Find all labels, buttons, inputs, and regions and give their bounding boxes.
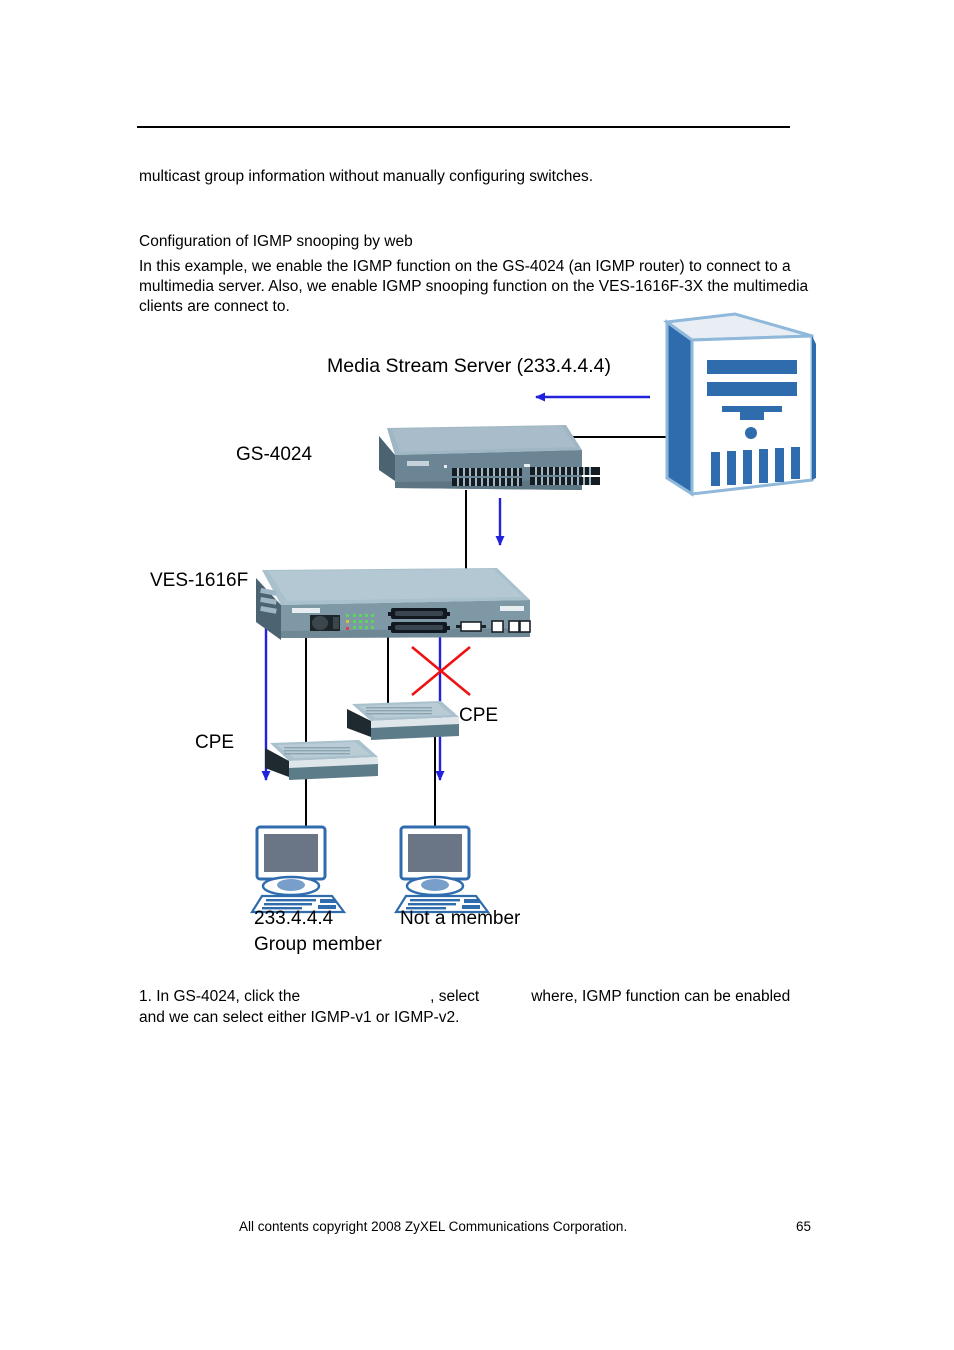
pc-right-icon <box>394 825 491 914</box>
diagram-label-cpe-left: CPE <box>195 732 235 753</box>
paragraph-config-body: In this example, we enable the IGMP func… <box>139 258 813 315</box>
diagram-label-pc-left-role: Group member <box>254 934 382 955</box>
diagram-label-pc-right-role: Not a member <box>400 908 521 929</box>
header-divider <box>137 126 790 128</box>
cpe-right-icon <box>347 701 459 740</box>
footer-page-number: 65 <box>796 1219 812 1234</box>
paragraph-intro: multicast group information without manu… <box>139 168 594 185</box>
topology-svg <box>250 312 816 914</box>
step-text-part1: 1. In GS-4024, click the <box>139 988 301 1005</box>
cpe-left-icon <box>265 740 378 780</box>
pc-left-icon <box>250 825 347 914</box>
diagram-label-ves-1616f: VES-1616F <box>150 570 249 591</box>
network-topology-diagram <box>0 300 954 980</box>
media-stream-server-icon <box>662 312 816 497</box>
blocked-flow-x-icon <box>411 645 471 697</box>
paragraph-config-heading: Configuration of IGMP snooping by web <box>139 233 413 250</box>
footer-copyright: All contents copyright 2008 ZyXEL Commun… <box>239 1219 628 1234</box>
diagram-label-gs-4024: GS-4024 <box>236 444 313 465</box>
diagram-label-pc-left-address: 233.4.4.4 <box>254 908 334 929</box>
diagram-label-media-stream-server: Media Stream Server (233.4.4.4) <box>327 355 611 377</box>
step-text-part3: where, IGMP function can be enabled and … <box>139 988 791 1026</box>
ves-1616f-dslam-icon <box>256 568 531 640</box>
gs-4024-switch-icon <box>379 425 600 490</box>
flow-arrows-group <box>261 392 650 781</box>
diagram-label-cpe-right: CPE <box>459 705 499 726</box>
step-text-part2: , select <box>430 988 480 1005</box>
